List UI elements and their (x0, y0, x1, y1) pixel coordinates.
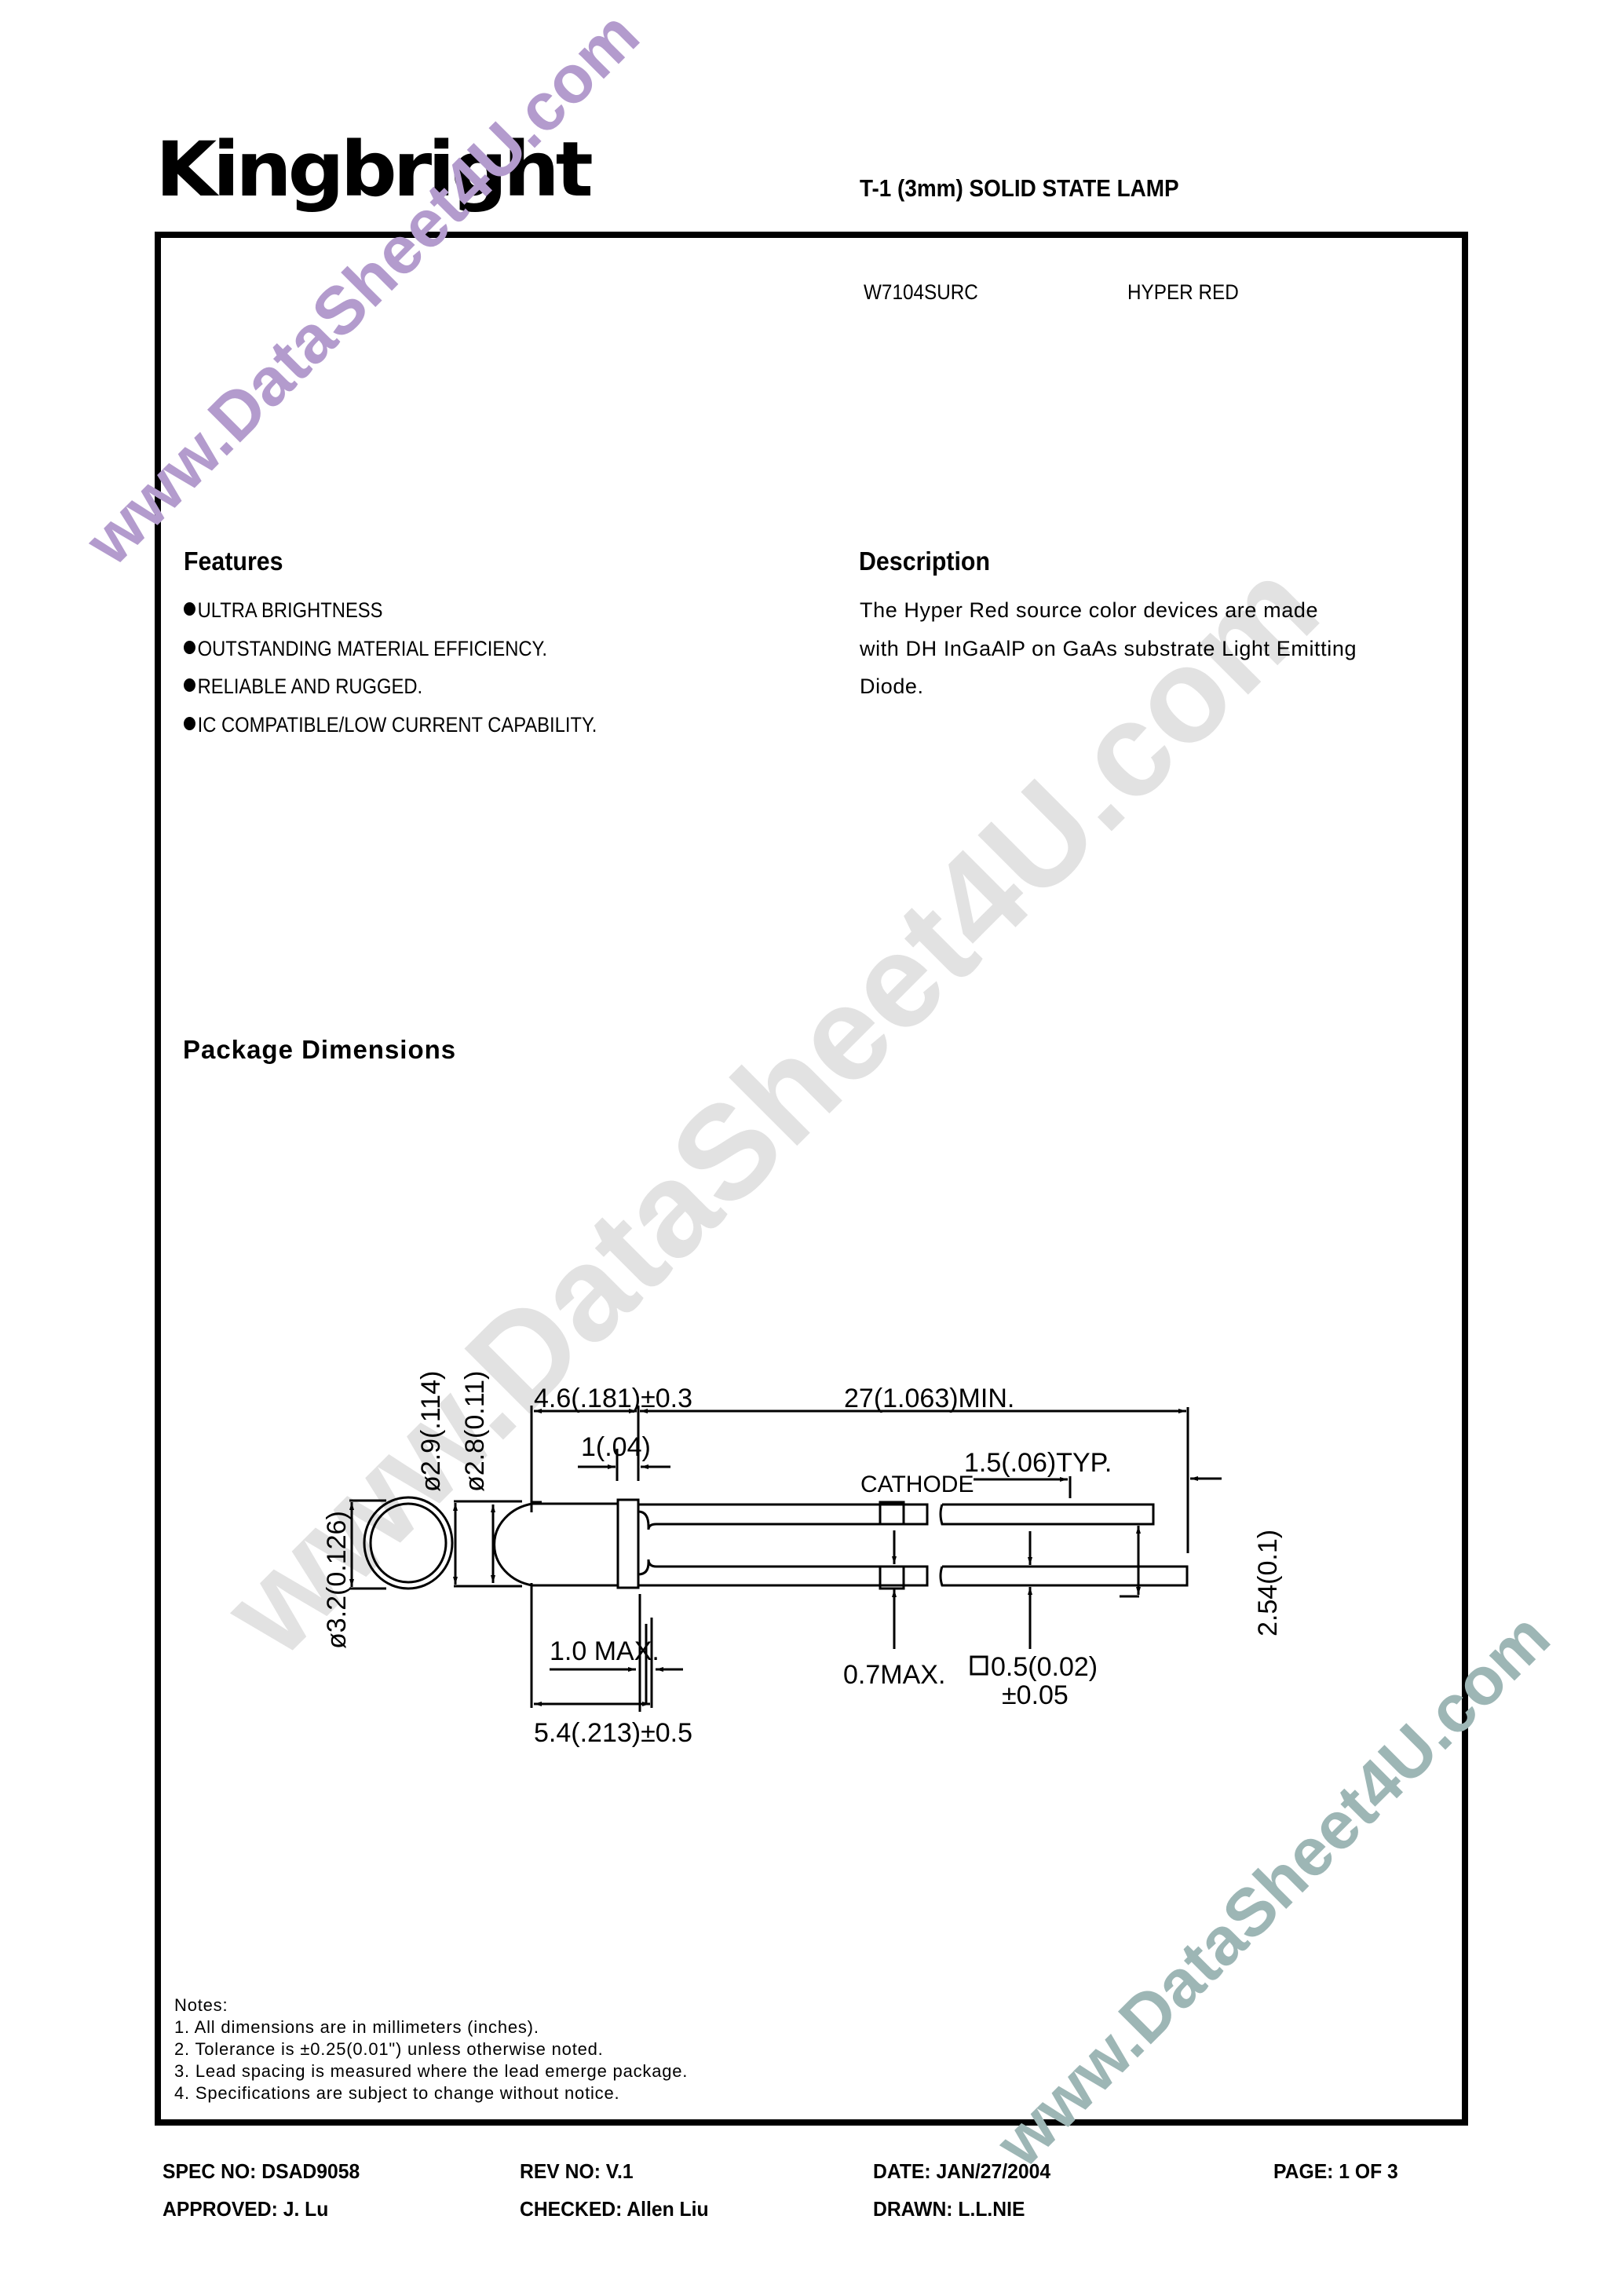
notes-heading: Notes: (174, 1995, 228, 2015)
description-text: The Hyper Red source color devices are m… (860, 598, 1357, 698)
dim-body-length: 4.6(.181)±0.3 (534, 1384, 692, 1413)
footer-date: DATE: JAN/27/2004 (873, 2159, 1051, 2183)
cathode-label: CATHODE (860, 1472, 974, 1497)
dim-lead-square-tol: ±0.05 (1002, 1680, 1069, 1710)
feature-item: OUTSTANDING MATERIAL EFFICIENCY. (184, 630, 597, 668)
dim-resin-max: 1.0 MAX. (550, 1636, 659, 1666)
feature-item: ULTRA BRIGHTNESS (184, 591, 597, 630)
bullet-icon (184, 602, 195, 616)
bullet-icon (184, 678, 195, 692)
description-heading: Description (859, 547, 991, 576)
dim-lead-square: 0.5(0.02) (991, 1652, 1098, 1682)
features-list: ULTRA BRIGHTNESS OUTSTANDING MATERIAL EF… (184, 591, 597, 744)
package-drawing: 4.6(.181)±0.3 27(1.063)MIN. 1(.04) 1.5(.… (322, 1371, 1283, 1748)
footer-page: PAGE: 1 OF 3 (1273, 2159, 1398, 2183)
dim-body-diameter-min: ø2.8(0.11) (460, 1371, 490, 1492)
note-item: 3. Lead spacing is measured where the le… (174, 2061, 689, 2081)
dim-lead-offset: 1.5(.06)TYP. (964, 1448, 1112, 1478)
dim-flange-diameter: ø3.2(0.126) (322, 1511, 352, 1649)
lens-front-outer (363, 1496, 454, 1590)
document-title: T-1 (3mm) SOLID STATE LAMP (860, 174, 1179, 202)
footer-rev-no: REV NO: V.1 (520, 2159, 634, 2183)
dim-lead-spacing: 2.54(0.1) (1253, 1530, 1283, 1636)
note-item: 1. All dimensions are in millimeters (in… (174, 2017, 539, 2037)
footer-checked: CHECKED: Allen Liu (520, 2197, 709, 2221)
dim-overall-length: 5.4(.213)±0.5 (534, 1718, 692, 1748)
dim-flange-thickness: 1(.04) (581, 1432, 651, 1462)
dim-lead-bulge: 0.7MAX. (843, 1660, 945, 1690)
dim-body-diameter-max: ø2.9(.114) (416, 1371, 446, 1492)
package-dimensions-heading: Package Dimensions (183, 1035, 457, 1064)
footer-approved: APPROVED: J. Lu (163, 2197, 329, 2221)
feature-item: IC COMPATIBLE/LOW CURRENT CAPABILITY. (184, 706, 597, 744)
note-item: 2. Tolerance is ±0.25(0.01") unless othe… (174, 2039, 604, 2059)
features-heading: Features (184, 547, 283, 576)
dim-lead-length: 27(1.063)MIN. (844, 1384, 1014, 1413)
brand-logo: Kingbright (155, 126, 594, 214)
bullet-icon (184, 716, 195, 730)
part-number: W7104SURC (864, 280, 978, 304)
notes: Notes: 1. All dimensions are in millimet… (174, 1994, 688, 2104)
feature-item: RELIABLE AND RUGGED. (184, 667, 597, 706)
content-frame (155, 232, 1468, 2126)
bullet-icon (184, 640, 195, 654)
footer-drawn: DRAWN: L.L.NIE (873, 2197, 1025, 2221)
footer-spec-no: SPEC NO: DSAD9058 (163, 2159, 360, 2183)
note-item: 4. Specifications are subject to change … (174, 2083, 620, 2103)
part-color: HYPER RED (1127, 280, 1239, 304)
